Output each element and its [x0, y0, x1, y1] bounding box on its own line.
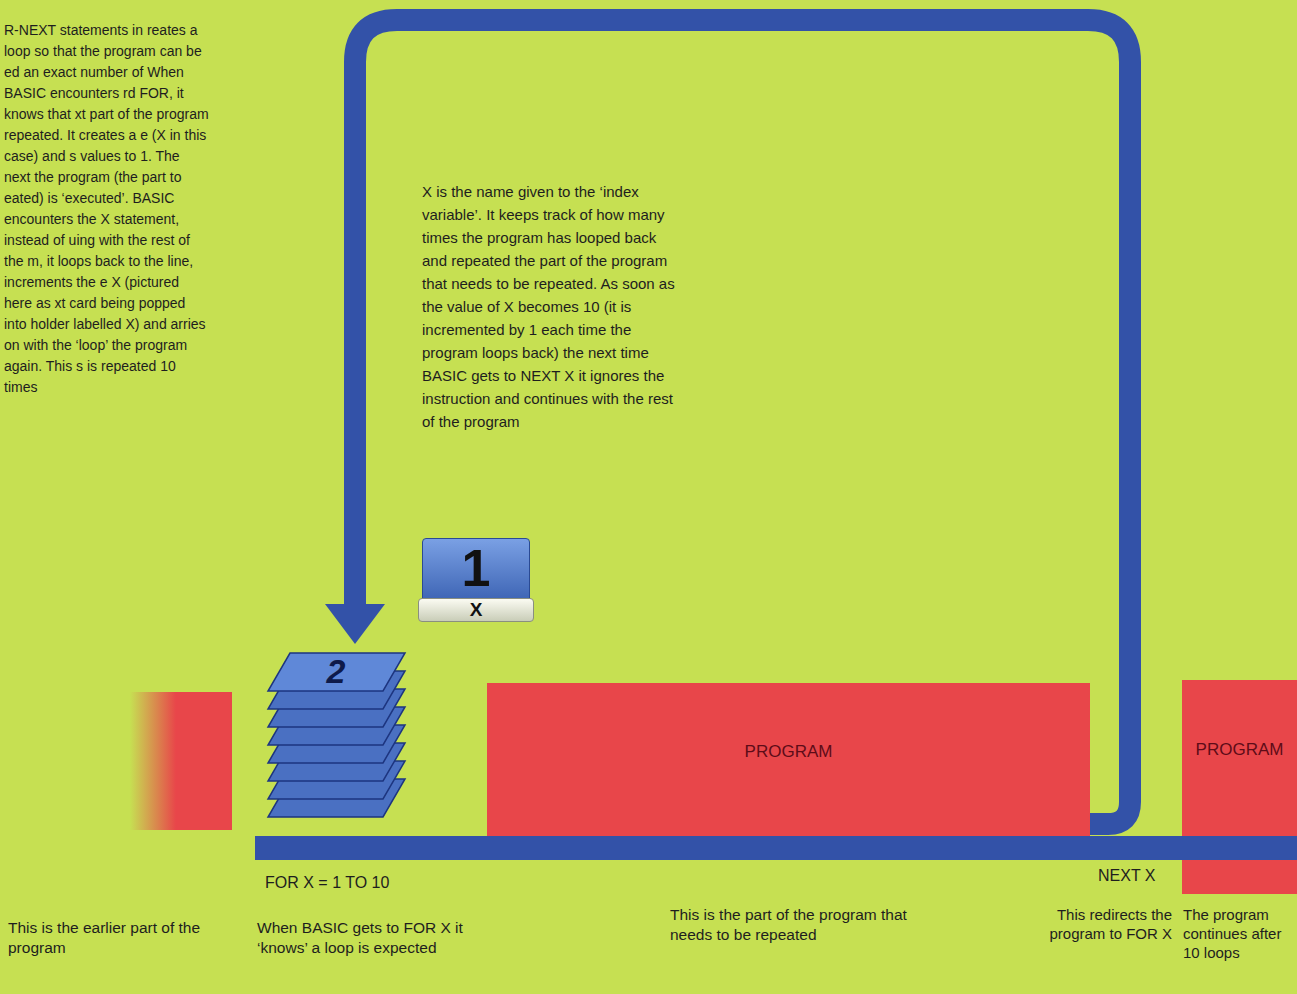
index-card-holder: 1X — [418, 538, 534, 622]
code-statement: FOR X = 1 TO 10 — [265, 873, 389, 893]
card-number: 2 — [262, 651, 410, 691]
card-stack: 2 — [262, 648, 410, 828]
right-block-lower — [1182, 858, 1297, 894]
caption: When BASIC gets to FOR X it ‘knows’ a lo… — [257, 918, 482, 958]
code-statement: NEXT X — [1098, 866, 1156, 886]
caption: This is the earlier part of the program — [8, 918, 243, 958]
program-block: PROGRAM — [487, 683, 1090, 836]
variable-name: X — [418, 598, 534, 622]
block-title: PROGRAM — [745, 742, 833, 762]
index-variable-note: X is the name given to the ‘index variab… — [422, 180, 677, 433]
caption: This is the part of the program that nee… — [670, 905, 920, 945]
arrow-head — [325, 604, 385, 644]
program-flow-band — [255, 836, 1297, 860]
caption: The program continues after 10 loops — [1183, 905, 1293, 962]
block-title: PROGRAM — [1196, 740, 1284, 760]
explanation-text: R-NEXT statements in reates a loop so th… — [4, 20, 209, 398]
index-value: 1 — [418, 538, 534, 598]
program-block: PROGRAM — [1182, 680, 1297, 836]
caption: This redirects the program to FOR X — [1040, 905, 1172, 943]
earlier-program-block — [130, 692, 232, 830]
